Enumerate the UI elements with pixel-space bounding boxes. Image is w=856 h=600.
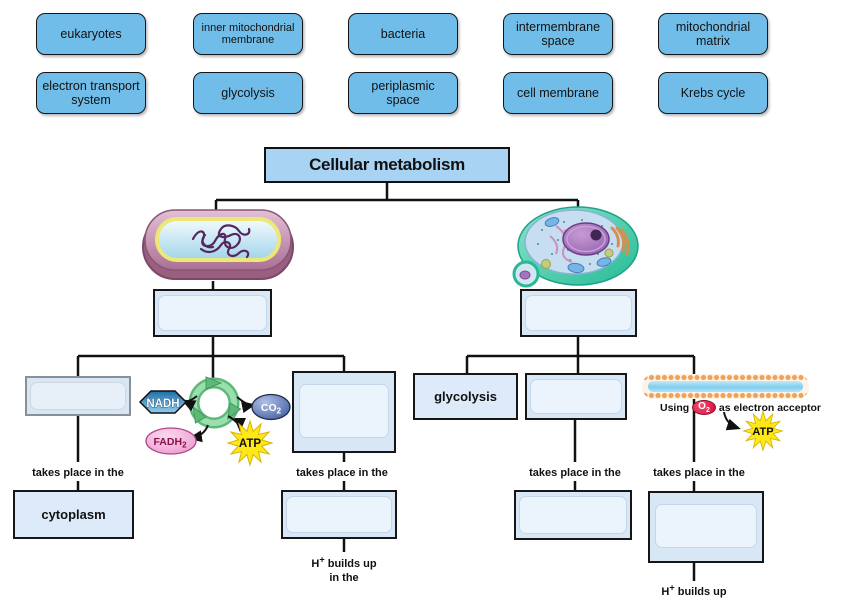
word-bank-item-bacteria[interactable]: bacteria xyxy=(348,13,458,55)
takes-place-label-1: takes place in the xyxy=(32,467,124,479)
answer-slot-mitochondrial-matrix[interactable] xyxy=(514,490,632,540)
nadh-label: NADH xyxy=(146,398,179,410)
nadh-badge: NADH xyxy=(138,390,188,414)
word-bank-item-periplasmic-space[interactable]: periplasmic space xyxy=(348,72,458,114)
takes-place-label-4: takes place in the xyxy=(653,467,745,479)
connector-lines xyxy=(76,183,696,581)
nucleolus xyxy=(590,229,602,241)
krebs-cycle-ring xyxy=(188,376,242,429)
answer-slot-bacteria[interactable] xyxy=(153,289,272,337)
h-builds-up-label-1: H+ builds up in the xyxy=(311,554,377,585)
answer-slot-cell-membrane[interactable] xyxy=(281,490,397,539)
word-bank-item-mitochondrial-matrix[interactable]: mitochondrial matrix xyxy=(658,13,768,55)
fadh2-badge: FADH2 xyxy=(145,427,197,455)
word-bank-item-glycolysis[interactable]: glycolysis xyxy=(193,72,303,114)
fadh2-label: FADH2 xyxy=(153,436,187,450)
phospholipid-heads-top xyxy=(642,374,809,381)
eukaryote-illustration xyxy=(512,206,639,288)
atp-burst-etc: ATP xyxy=(742,410,784,452)
takes-place-label-3: takes place in the xyxy=(529,467,621,479)
word-bank-item-inner-mitochondrial-membrane[interactable]: inner mitochondrial membrane xyxy=(193,13,303,55)
atp-label: ATP xyxy=(239,438,261,450)
answer-slot-eukaryotes[interactable] xyxy=(520,289,637,337)
h-builds-up-label-2: H+ builds up in the xyxy=(661,582,727,598)
answer-glycolysis[interactable]: glycolysis xyxy=(413,373,518,420)
bacterial-dna xyxy=(191,224,251,259)
diagram-title: Cellular metabolism xyxy=(264,147,510,183)
answer-slot-krebs-cycle[interactable] xyxy=(525,373,627,420)
co2-label: CO2 xyxy=(261,402,282,416)
word-bank-item-cell-membrane[interactable]: cell membrane xyxy=(503,72,613,114)
answer-slot-inner-mitochondrial-membrane[interactable] xyxy=(648,491,764,563)
answer-slot-electron-transport-bacteria[interactable] xyxy=(292,371,396,453)
nucleus xyxy=(562,222,610,256)
atp-label: ATP xyxy=(752,426,773,438)
word-bank-item-krebs-cycle[interactable]: Krebs cycle xyxy=(658,72,768,114)
takes-place-label-2: takes place in the xyxy=(296,467,388,479)
word-bank-item-electron-transport-system[interactable]: electron transport system xyxy=(36,72,146,114)
answer-slot-glycolysis-bacteria[interactable] xyxy=(25,376,131,416)
o2-badge: O2 xyxy=(692,400,716,415)
co2-badge: CO2 xyxy=(251,393,291,421)
phospholipid-heads-bottom xyxy=(642,392,809,399)
bacteria-illustration xyxy=(142,209,294,280)
membrane-illustration xyxy=(642,374,809,399)
word-bank-item-eukaryotes[interactable]: eukaryotes xyxy=(36,13,146,55)
atp-burst-krebs: ATP xyxy=(226,419,274,467)
golgi-apparatus xyxy=(610,226,630,256)
word-bank-item-intermembrane-space[interactable]: intermembrane space xyxy=(503,13,613,55)
using-o2-caption: Using O2 as electron acceptor xyxy=(660,400,821,415)
mitochondria xyxy=(544,217,612,274)
lysosomes xyxy=(541,248,614,269)
answer-cytoplasm[interactable]: cytoplasm xyxy=(13,490,134,539)
